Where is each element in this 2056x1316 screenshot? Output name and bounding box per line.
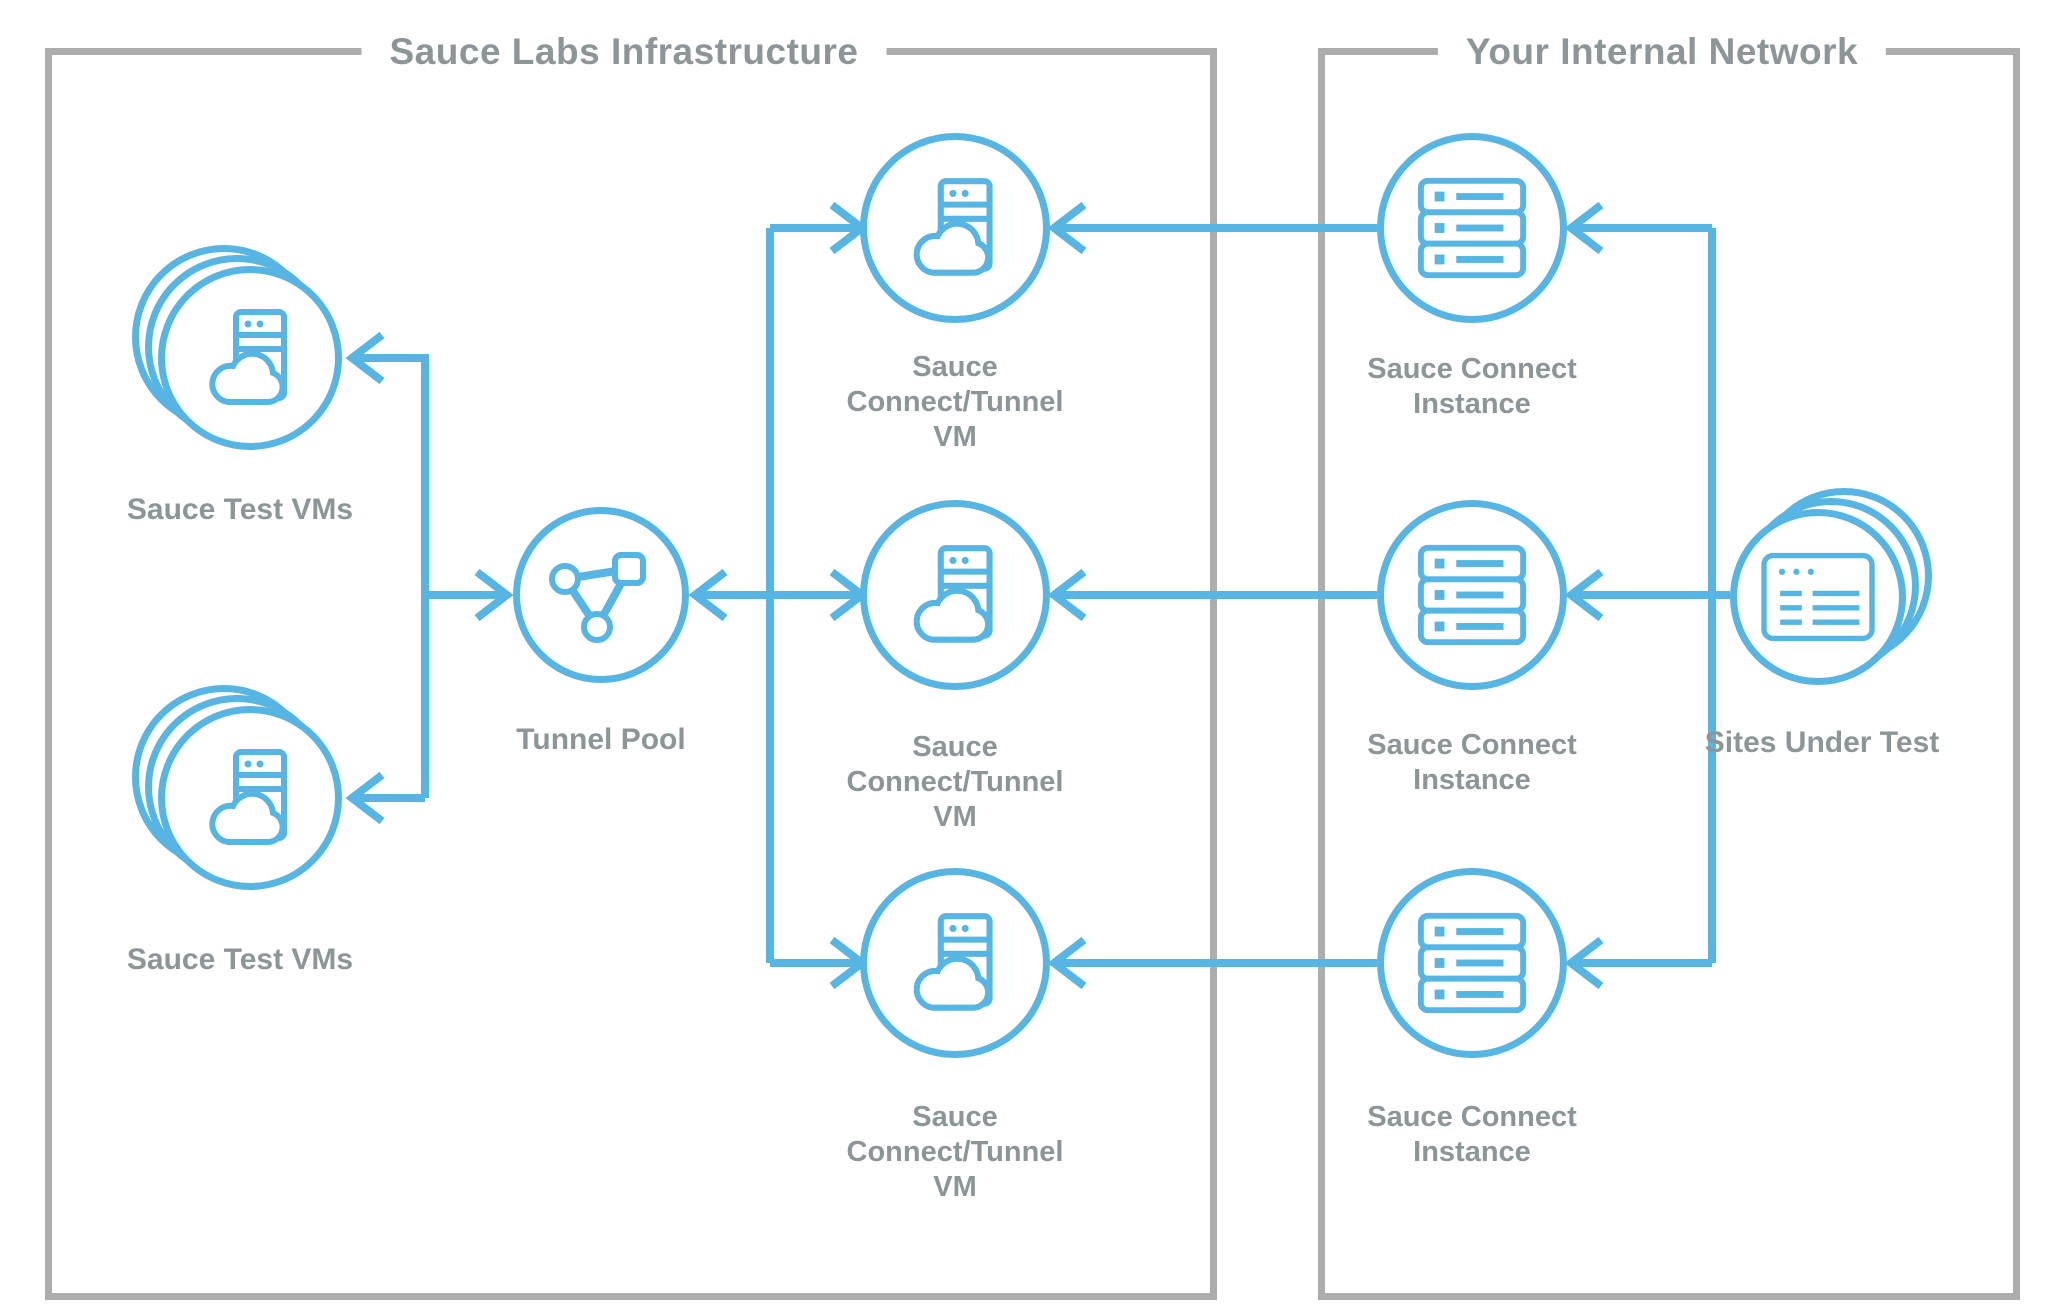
arrowhead-left-icon (345, 771, 385, 825)
arrowhead-left-icon (1564, 936, 1604, 990)
node-circle (1730, 509, 1906, 685)
node-sc-instance-middle (1377, 500, 1567, 690)
node-tunnel-vm-top (860, 133, 1050, 323)
label-sauce-test-vms-top: Sauce Test VMs (126, 493, 354, 526)
node-circle (1377, 868, 1567, 1058)
arrowhead-right-icon (474, 568, 514, 622)
node-circle (860, 868, 1050, 1058)
cloud-server-icon (913, 913, 993, 1011)
node-circle (158, 706, 342, 890)
connectors-sites-to-instances (1564, 201, 1730, 990)
node-sc-instance-top (1377, 133, 1567, 323)
group-title-your-internal-network: Your Internal Network (1437, 29, 1887, 75)
arrowhead-left-icon (1047, 201, 1087, 255)
label-tunnel-vm-middle: Sauce Connect/Tunnel VM (846, 731, 1064, 833)
label-sc-instance-middle: Sauce Connect Instance (1367, 729, 1577, 796)
server-rack-icon (1417, 177, 1527, 279)
connectors-tunnel-pool-to-tunnel-vms (688, 201, 869, 990)
arrowhead-left-icon (1564, 201, 1604, 255)
node-sauce-test-vms-bottom (132, 685, 344, 891)
node-tunnel-pool (513, 507, 689, 683)
label-tunnel-pool: Tunnel Pool (516, 723, 686, 756)
cloud-server-icon (209, 749, 287, 845)
cloud-server-icon (209, 309, 287, 405)
node-circle (860, 133, 1050, 323)
label-tunnel-vm-bottom: Sauce Connect/Tunnel VM (846, 1101, 1064, 1203)
arrowhead-left-icon (345, 331, 385, 385)
label-tunnel-vm-top: Sauce Connect/Tunnel VM (846, 351, 1064, 453)
network-triangle-icon (549, 552, 646, 643)
node-circle (1377, 133, 1567, 323)
node-circle (1377, 500, 1567, 690)
node-circle (860, 500, 1050, 690)
node-circle (158, 266, 342, 450)
arrowhead-left-icon (1047, 568, 1087, 622)
arrowhead-left-icon (1564, 568, 1604, 622)
arrowhead-left-icon (688, 568, 728, 622)
node-circle (513, 507, 689, 683)
group-title-sauce-labs-infrastructure: Sauce Labs Infrastructure (361, 29, 887, 75)
label-sauce-test-vms-bottom: Sauce Test VMs (126, 943, 354, 976)
node-sauce-test-vms-top (132, 245, 344, 451)
connectors-test-vms-to-tunnel-pool (345, 331, 514, 825)
node-tunnel-vm-middle (860, 500, 1050, 690)
label-sc-instance-top: Sauce Connect Instance (1367, 353, 1577, 420)
server-rack-icon (1417, 544, 1527, 646)
connectors-instances-to-tunnel-vms (1047, 201, 1377, 990)
browser-window-icon (1761, 552, 1875, 642)
cloud-server-icon (913, 545, 993, 643)
server-rack-icon (1417, 912, 1527, 1014)
arrowhead-left-icon (1047, 936, 1087, 990)
node-sites-under-test (1730, 488, 1932, 685)
label-sites-under-test: Sites Under Test (1704, 726, 1940, 759)
node-sc-instance-bottom (1377, 868, 1567, 1058)
cloud-server-icon (913, 178, 993, 276)
label-sc-instance-bottom: Sauce Connect Instance (1367, 1101, 1577, 1168)
node-tunnel-vm-bottom (860, 868, 1050, 1058)
